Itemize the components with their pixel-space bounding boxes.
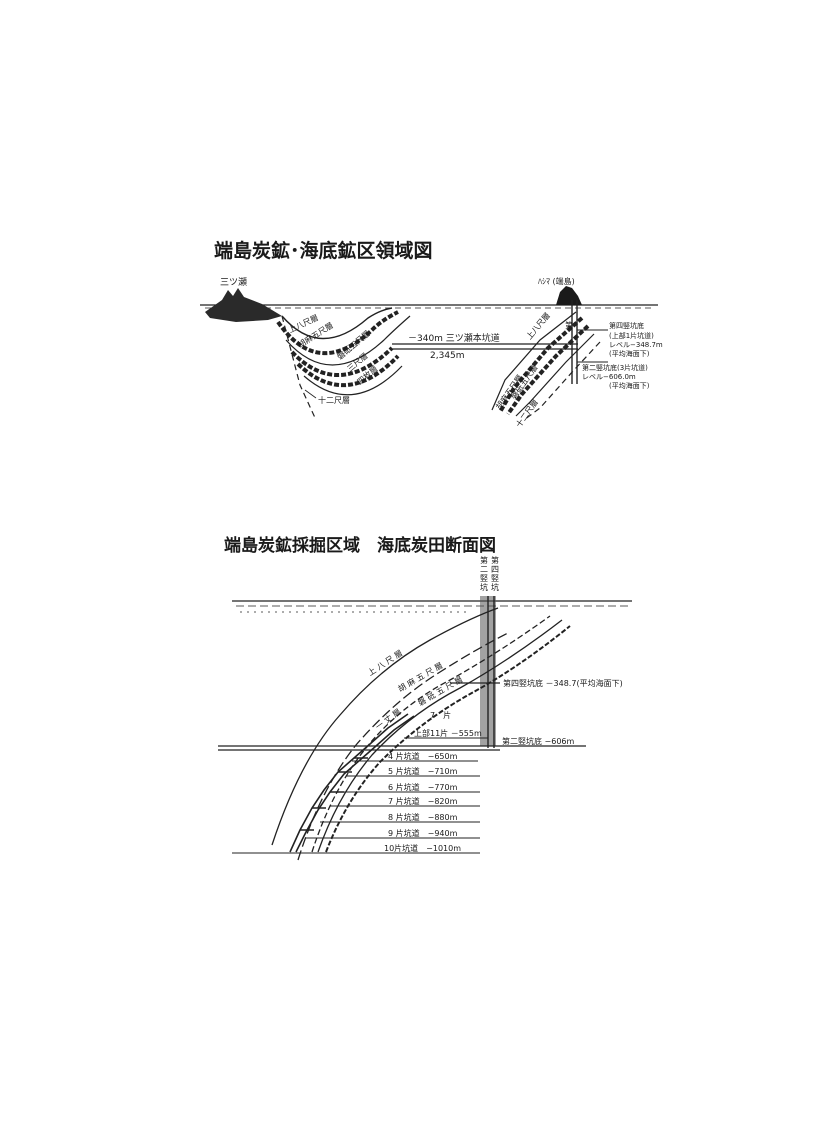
level-5: 5 片坑道 −710m (388, 766, 458, 776)
shaft4-col-label: 第 四 竪 坑 (491, 555, 499, 592)
level-6: 6 片坑道 −770m (388, 782, 458, 792)
distance-label: 2,345m (430, 351, 465, 361)
r-dai-label: 第 (565, 320, 573, 330)
shaft4-col-1: 四 (491, 565, 499, 574)
shaft4-sub: (上部1片坑道) (609, 331, 654, 340)
shaft2-col-2: 竪 (480, 574, 488, 583)
label-juni: 十二尺層 (318, 395, 350, 405)
hashima-island (556, 286, 582, 305)
hashima-shafts (571, 300, 608, 384)
shaft2-col-1: 二 (480, 565, 488, 574)
drifts (289, 713, 415, 853)
shaft4-col-3: 坑 (491, 582, 499, 592)
shaft2-bottom-label: 第二竪坑底 −606m (502, 736, 575, 746)
figure1-title: 端島炭鉱･海底鉱区領域図 (214, 240, 433, 262)
seam-curves (271, 607, 571, 861)
level-lines (232, 760, 480, 854)
sea-surface-2 (232, 600, 632, 613)
level-9: 9 片坑道 −940m (388, 828, 458, 838)
shaft4-label: 第四竪坑底 (609, 321, 644, 330)
level-4: 4 片坑道 −650m (388, 751, 458, 761)
level-7: 7 片坑道 −820m (388, 796, 458, 806)
shaft2-bottom-line (218, 745, 586, 751)
shaft4-bottom-label: 第四竪坑底 －348.7(平均海面下) (503, 678, 623, 688)
shaft2-col-3: 坑 (480, 582, 488, 592)
shaft4-level: レベル−348.7m (609, 341, 663, 349)
shaft2-level: レベル−606.0m (582, 373, 636, 381)
shaft2-note: (平均海面下) (609, 381, 650, 390)
seam-kamiyatsu: 上 八 尺 層 (366, 649, 404, 678)
level-8: 8 片坑道 −880m (388, 812, 458, 822)
shaft2-col-label: 第 二 竪 坑 (480, 555, 488, 592)
shaft2-label: 第二竪坑底(3片坑道) (582, 363, 648, 372)
hashima-label: ﾊｼﾏ (端島) (538, 276, 575, 286)
level-10: 10片坑道 −1010m (384, 843, 461, 853)
tunnel-label: －340m 三ツ瀬本坑道 (408, 332, 500, 344)
seven-label: 7 片 (430, 710, 451, 720)
left-strata (276, 307, 411, 421)
mitsuse-reef (205, 288, 282, 322)
upper11-label: 上部11片 －555m (414, 728, 482, 738)
mitsuse-label: 三ツ瀬 (220, 276, 247, 288)
shaft4-col-2: 竪 (491, 574, 499, 583)
figure2-title: 端島炭鉱採掘区域 海底炭田断面図 (224, 536, 496, 556)
juni-leader (304, 389, 317, 399)
shaft2-col-0: 第 (480, 555, 488, 565)
level-labels: 4 片坑道 −650m 5 片坑道 −710m 6 片坑道 −770m 7 片坑… (384, 751, 461, 853)
shaft4-note: (平均海面下) (609, 349, 650, 358)
shaft4-col-0: 第 (491, 555, 499, 565)
